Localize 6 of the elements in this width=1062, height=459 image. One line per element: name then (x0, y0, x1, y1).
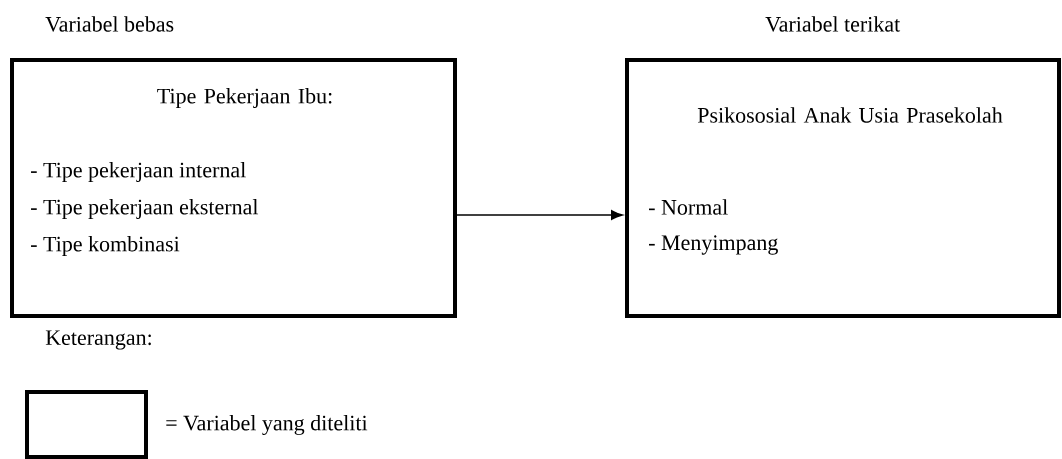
box-heading: Variabel bebas (45, 16, 174, 32)
box-heading: Variabel terikat (765, 16, 901, 32)
variable-box: Psikososial Anak Usia Prasekolah - Normal - Menyimpang (625, 58, 1061, 318)
arrow (456, 210, 623, 220)
variable-box: Tipe Pekerjaan Ibu: - Tipe pekerjaan internal - Tipe pekerjaan eksternal - Tipe kombinasi (10, 58, 457, 318)
legend-text: = Variabel yang diteliti (166, 415, 368, 435)
